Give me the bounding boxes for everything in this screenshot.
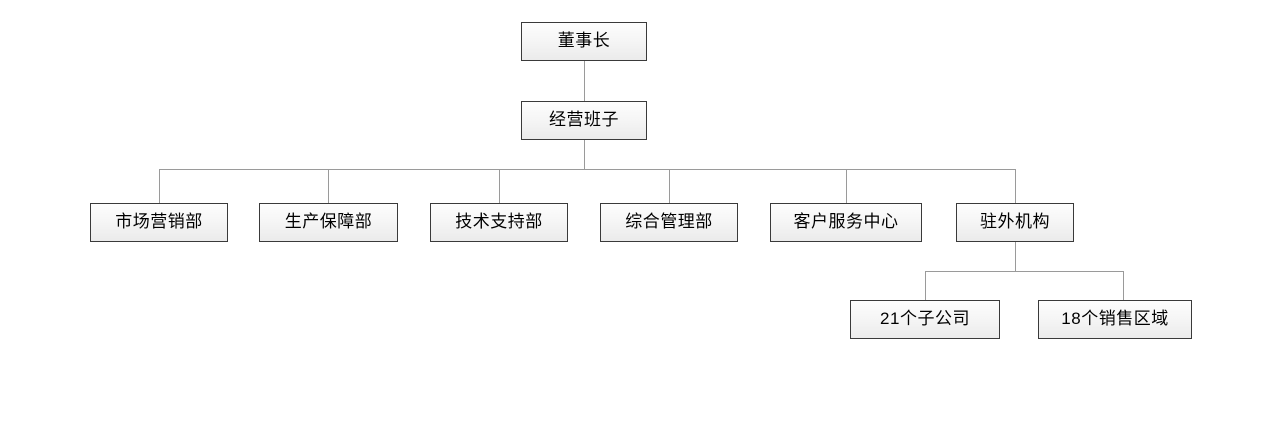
connector-drop-marketing — [159, 169, 160, 203]
node-department-field-offices-label: 驻外机构 — [980, 212, 1050, 231]
node-sales-regions-label: 18个销售区域 — [1061, 309, 1169, 328]
node-department-field-offices[interactable]: 驻外机构 — [956, 203, 1074, 242]
node-department-technical-label: 技术支持部 — [455, 212, 543, 231]
node-department-general[interactable]: 综合管理部 — [600, 203, 738, 242]
node-chairman-label: 董事长 — [557, 31, 611, 50]
connector-drop-sales-regions — [1123, 271, 1124, 300]
connector-management-stem — [584, 140, 585, 169]
node-department-customer-service[interactable]: 客户服务中心 — [770, 203, 922, 242]
node-sales-regions[interactable]: 18个销售区域 — [1038, 300, 1192, 339]
connector-drop-subsidiaries — [925, 271, 926, 300]
connector-drop-technical — [499, 169, 500, 203]
node-subsidiaries[interactable]: 21个子公司 — [850, 300, 1000, 339]
node-department-marketing-label: 市场营销部 — [115, 212, 203, 231]
node-management-team-label: 经营班子 — [549, 110, 619, 129]
node-department-production[interactable]: 生产保障部 — [259, 203, 398, 242]
node-department-technical[interactable]: 技术支持部 — [430, 203, 568, 242]
connector-drop-customer-service — [846, 169, 847, 203]
node-chairman[interactable]: 董事长 — [521, 22, 647, 61]
node-department-customer-service-label: 客户服务中心 — [793, 212, 899, 231]
node-department-general-label: 综合管理部 — [625, 212, 713, 231]
node-management-team[interactable]: 经营班子 — [521, 101, 647, 140]
connector-drop-general — [669, 169, 670, 203]
connector-chairman-to-management — [584, 61, 585, 101]
connector-field-offices-stem — [1015, 242, 1016, 271]
connector-drop-production — [328, 169, 329, 203]
node-department-marketing[interactable]: 市场营销部 — [90, 203, 228, 242]
connector-field-offices-bus — [925, 271, 1124, 272]
connector-department-bus — [159, 169, 1016, 170]
node-department-production-label: 生产保障部 — [284, 212, 373, 231]
node-subsidiaries-label: 21个子公司 — [880, 309, 970, 328]
connector-drop-field-offices — [1015, 169, 1016, 203]
